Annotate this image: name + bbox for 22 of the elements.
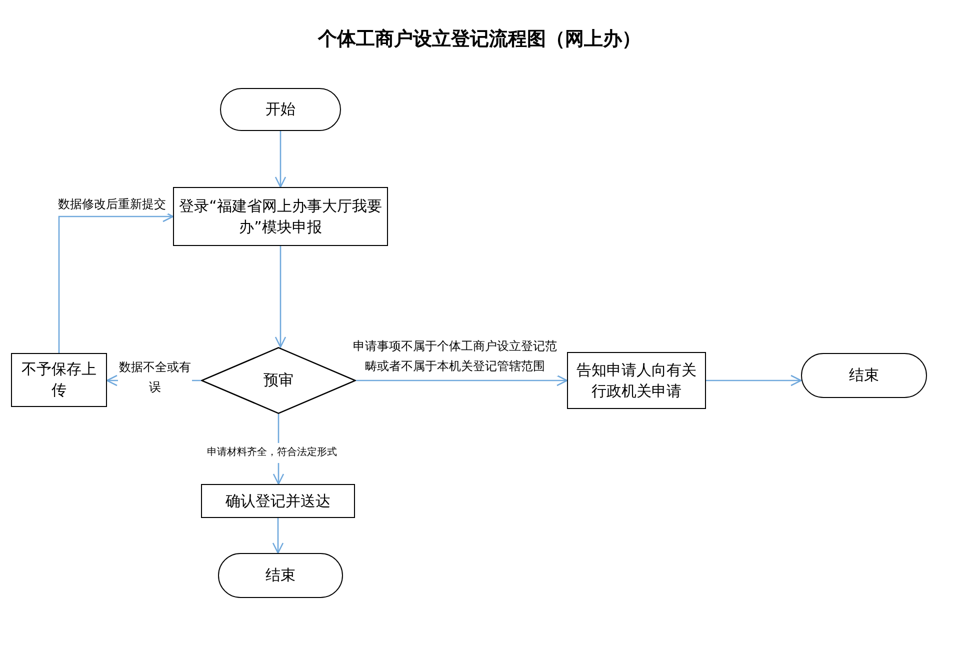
diagram-title: 个体工商户设立登记流程图（网上办） (316, 27, 642, 52)
arrow (356, 374, 568, 386)
node-text: 开始 (264, 99, 296, 120)
process-box (173, 187, 388, 246)
node-text: 不予保存上传 (20, 359, 98, 401)
process-box (201, 484, 355, 518)
terminal-box (218, 553, 343, 598)
node-text: 结束 (848, 365, 880, 386)
node-text: 确认登记并送达 (224, 490, 332, 512)
arrow (274, 131, 286, 188)
arrow (706, 374, 802, 386)
arrow (274, 246, 286, 348)
terminal-box (801, 353, 927, 398)
node-text: 登录“福建省网上办事大厅我要办”模块申报 (178, 196, 383, 238)
arrow (58, 210, 174, 353)
node-text: 告知申请人向有关行政机关申请 (576, 360, 698, 402)
node-text: 预审 (262, 370, 294, 391)
process-box (11, 353, 107, 407)
node-text: 结束 (264, 565, 296, 586)
terminal-box (220, 88, 341, 131)
arrow (272, 518, 284, 554)
process-box (567, 352, 706, 409)
